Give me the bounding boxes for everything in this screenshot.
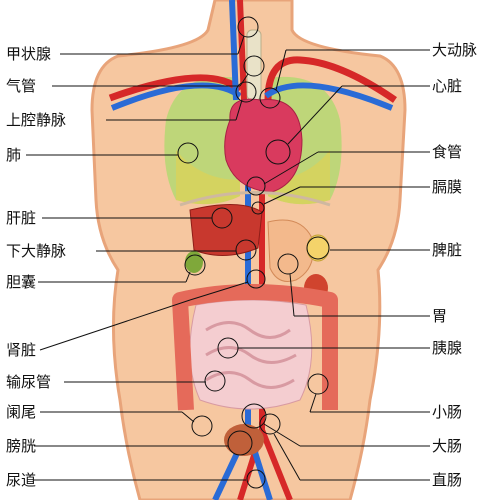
label-heart: 心脏 — [432, 77, 463, 95]
aorta-arch — [264, 56, 397, 103]
label-urethra: 尿道 — [6, 471, 37, 489]
label-aorta: 大动脉 — [432, 41, 478, 59]
spleen — [306, 234, 330, 262]
label-gallbladder: 胆囊 — [6, 273, 37, 291]
small-intestine-folds — [205, 321, 297, 389]
label-esophagus: 食管 — [432, 143, 463, 161]
gallbladder — [185, 251, 203, 273]
label-superior-vena-cava: 上腔静脉 — [6, 111, 67, 129]
label-rectum: 直肠 — [432, 471, 463, 489]
label-thyroid: 甲状腺 — [6, 45, 52, 63]
label-liver: 肝脏 — [6, 209, 37, 227]
liver — [189, 203, 263, 257]
vein-right — [264, 82, 394, 111]
heart — [224, 98, 303, 193]
label-lung: 肺 — [6, 146, 22, 164]
artery-left — [108, 74, 243, 102]
label-ureter: 输尿管 — [6, 373, 52, 391]
label-diaphragm: 膈膜 — [432, 178, 463, 196]
neck-vein — [229, 0, 239, 101]
label-stomach: 胃 — [432, 307, 448, 325]
label-large-intestine: 大肠 — [432, 437, 463, 455]
diaphragm-line — [179, 191, 331, 207]
neck-artery — [237, 0, 247, 101]
bladder — [224, 424, 264, 456]
label-trachea: 气管 — [6, 77, 37, 95]
large-intestine — [172, 284, 338, 411]
label-pancreas: 胰腺 — [432, 339, 463, 357]
label-small-intestine: 小肠 — [432, 403, 463, 421]
trachea — [246, 29, 262, 101]
label-appendix: 阑尾 — [6, 403, 37, 421]
iliac-right — [259, 428, 293, 500]
label-kidney: 肾脏 — [6, 341, 37, 359]
label-spleen: 脾脏 — [432, 241, 463, 259]
leader-lines — [26, 16, 430, 489]
stomach — [267, 219, 314, 282]
label-bladder: 膀胱 — [6, 437, 37, 455]
label-inferior-vena-cava: 下大静脉 — [6, 242, 67, 260]
